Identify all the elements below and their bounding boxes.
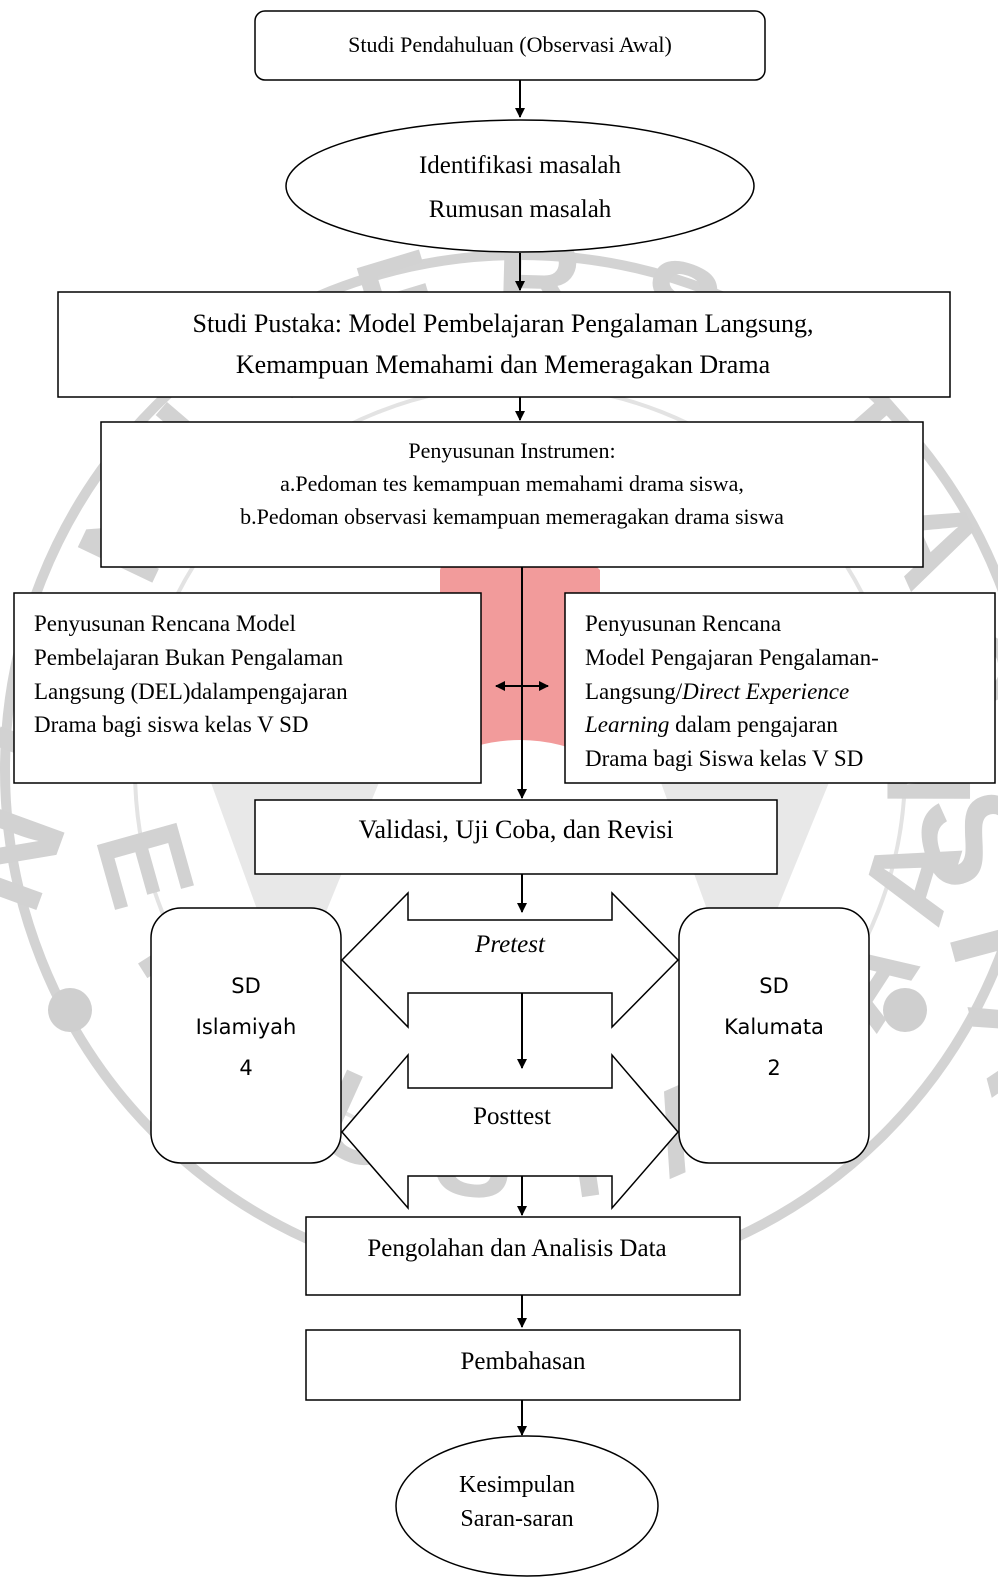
right-model-line-2: Model Pengajaran Pengalaman- [585,645,879,670]
right-model-line-4: Learning dalam pengajaran [584,712,838,737]
posttest-label: Posttest [473,1103,551,1130]
node-studi-pustaka [57,291,951,398]
instrumen-item-a: a.Pedoman tes kemampuan memahami drama s… [280,471,744,496]
node-school-left [150,907,342,1164]
pretest-label: Pretest [474,931,546,958]
left-model-line-1: Penyusunan Rencana Model [34,611,296,636]
node-shapes [13,10,996,1577]
left-model-line-3: Langsung (DEL)dalampengajaran [34,679,348,704]
right-model-line-4-italic: Learning [584,712,669,737]
pembahasan-label: Pembahasan [461,1348,586,1375]
node-instrumen [100,421,924,568]
studi-pustaka-line-2: Kemampuan Memahami dan Memeragakan Drama [236,350,771,379]
pretest-double-arrow [340,891,680,1029]
school-right-line-3: 2 [767,1056,780,1080]
right-model-line-3-italic: Direct Experience [681,679,849,704]
connectors [495,80,549,1436]
studi-pendahuluan-label: Studi Pendahuluan (Observasi Awal) [348,32,672,57]
identifikasi-label: Identifikasi masalah [419,152,622,179]
node-pembahasan [305,1329,741,1401]
saran-label: Saran-saran [460,1506,573,1532]
school-left-line-2: Islamiyah [196,1015,297,1039]
node-left-model [13,592,482,784]
school-right-line-1: SD [759,974,789,998]
node-labels: Studi Pendahuluan (Observasi Awal) Ident… [34,32,879,1532]
left-model-line-4: Drama bagi siswa kelas V SD [34,712,308,737]
school-right-line-2: Kalumata [724,1015,824,1039]
node-studi-pendahuluan [254,10,766,81]
right-model-line-1: Penyusunan Rencana [585,611,781,636]
node-pengolahan [305,1216,741,1296]
node-kesimpulan [395,1435,659,1577]
node-identifikasi [285,119,755,253]
kesimpulan-label: Kesimpulan [459,1472,575,1498]
watermark-dot-left [48,988,92,1032]
right-model-line-4-normal: dalam pengajaran [669,712,838,737]
right-model-line-3-normal: Langsung/ [585,679,683,704]
instrumen-title: Penyusunan Instrumen: [408,438,615,463]
node-validasi [254,799,778,875]
school-left-line-1: SD [231,974,261,998]
pengolahan-label: Pengolahan dan Analisis Data [367,1235,666,1262]
posttest-double-arrow [341,1052,679,1211]
instrumen-item-b: b.Pedoman observasi kemampuan memeragaka… [240,504,784,529]
right-model-line-5: Drama bagi Siswa kelas V SD [585,746,863,771]
left-model-line-2: Pembelajaran Bukan Pengalaman [34,645,344,670]
studi-pustaka-line-1: Studi Pustaka: Model Pembelajaran Pengal… [193,309,814,338]
right-model-line-3: Langsung/Direct Experience [585,679,849,704]
node-right-model [564,592,996,784]
node-school-right [678,907,870,1164]
rumusan-label: Rumusan masalah [429,196,612,223]
validasi-label: Validasi, Uji Coba, dan Revisi [359,815,674,844]
school-left-line-3: 4 [239,1056,252,1080]
watermark-dot-right [883,988,927,1032]
